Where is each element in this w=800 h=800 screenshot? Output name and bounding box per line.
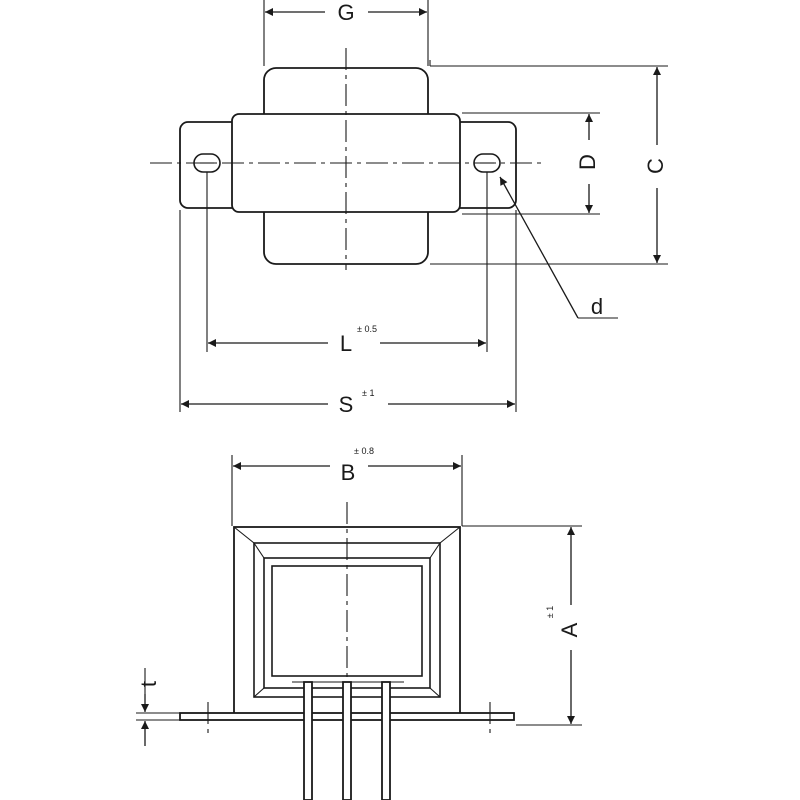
- label-c: C: [643, 158, 668, 174]
- dimension-b: B ± 0.8: [231, 446, 463, 526]
- label-b: B: [341, 460, 356, 485]
- label-a: A: [557, 622, 582, 637]
- top-view: G C D d: [150, 0, 668, 417]
- tolerance-l: ± 0.5: [357, 324, 377, 334]
- dimension-s: S ± 1: [179, 210, 517, 417]
- tolerance-a: ± 1: [545, 606, 555, 618]
- tolerance-s: ± 1: [362, 388, 374, 398]
- tolerance-b: ± 0.8: [354, 446, 374, 456]
- dimension-c: C: [429, 60, 668, 265]
- dimension-g: G: [263, 0, 429, 66]
- front-view: B ± 0.8 A ± 1 t: [136, 446, 582, 800]
- dimension-t: t: [136, 668, 180, 746]
- leader-d: d: [499, 176, 618, 319]
- label-s: S: [339, 392, 354, 417]
- label-d-lowercase: d: [591, 294, 603, 319]
- dimension-d: D: [462, 112, 600, 215]
- label-t: t: [136, 681, 161, 687]
- label-g: G: [337, 0, 354, 25]
- terminal-pins: [292, 681, 404, 800]
- dimension-a: A ± 1: [462, 525, 582, 726]
- label-l: L: [340, 331, 352, 356]
- label-d-uppercase: D: [575, 154, 600, 170]
- dimension-l: L ± 0.5: [206, 172, 488, 356]
